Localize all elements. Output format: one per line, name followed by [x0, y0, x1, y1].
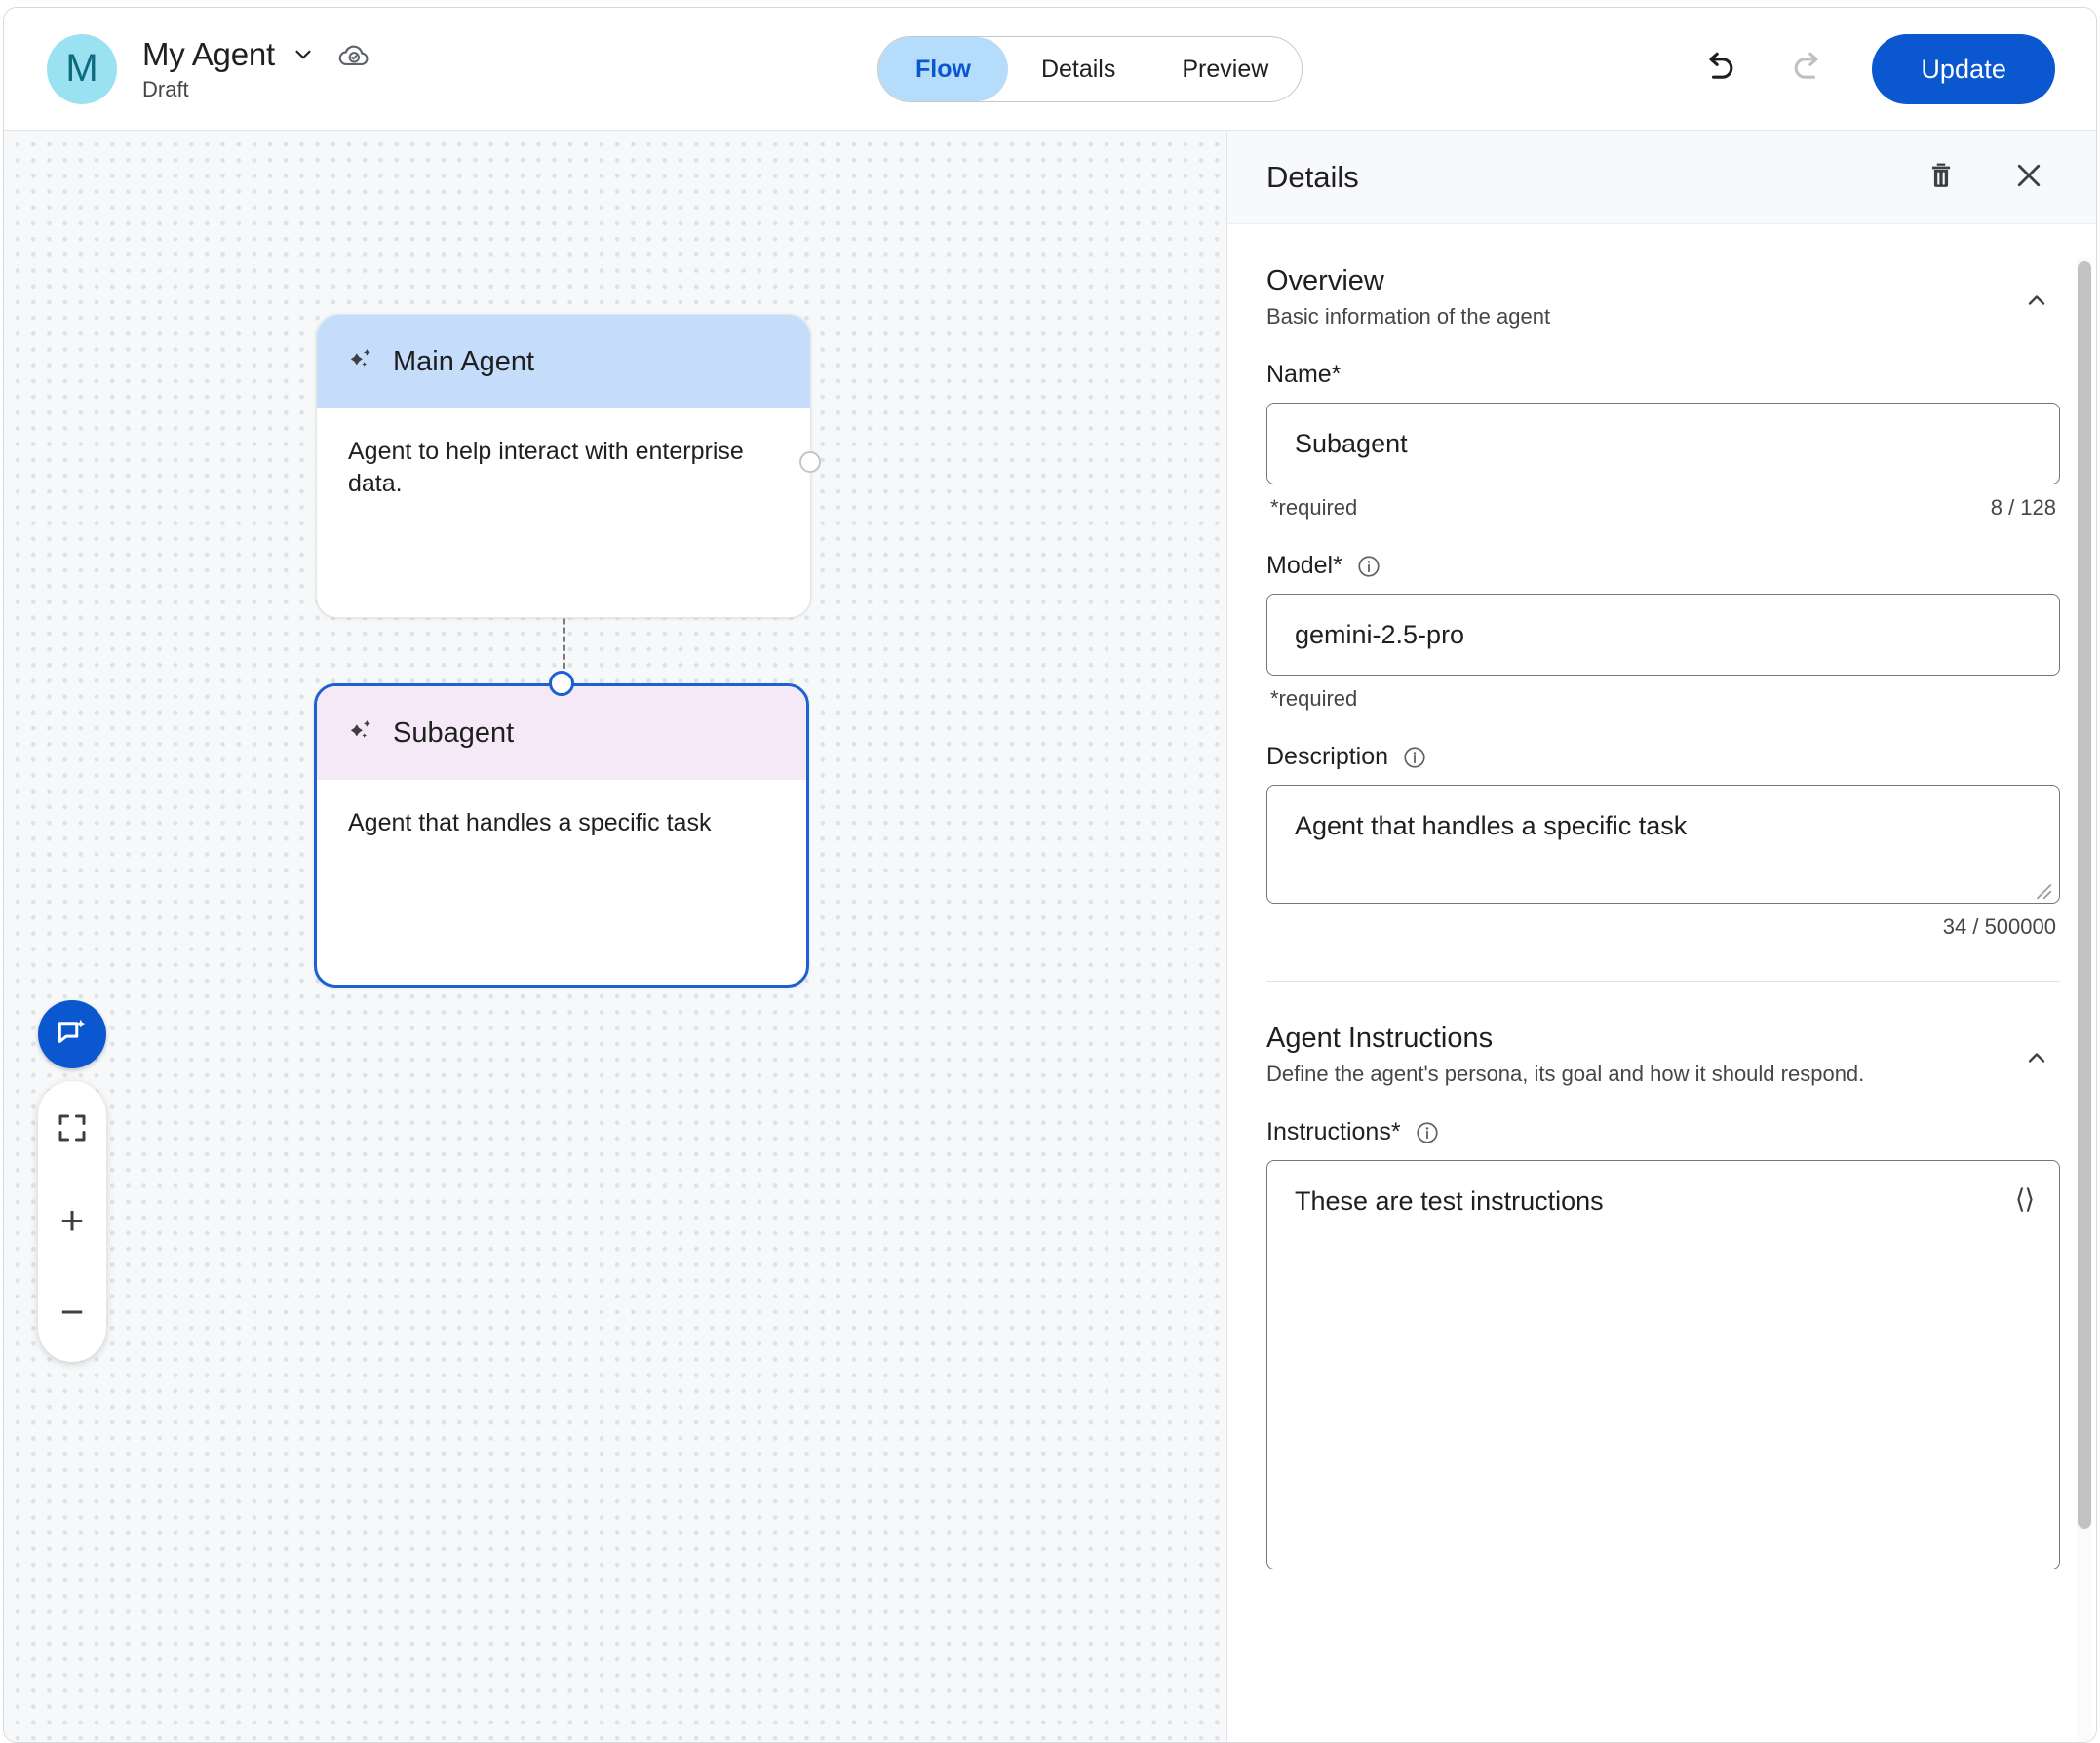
name-counter: 8 / 128 — [1990, 495, 2056, 520]
description-label: Description — [1266, 743, 1389, 770]
instructions-label: Instructions* — [1266, 1118, 1401, 1145]
chevron-up-icon — [2023, 1053, 2050, 1074]
section-title: Overview — [1266, 265, 1384, 296]
section-overview-header: Overview Basic information of the agent — [1266, 224, 2060, 329]
node-description: Agent to help interact with enterprise d… — [348, 438, 744, 497]
resize-handle[interactable] — [2033, 876, 2052, 900]
details-panel-content: Overview Basic information of the agent … — [1227, 224, 2096, 1742]
node-body: Agent to help interact with enterprise d… — [317, 408, 810, 617]
update-button[interactable]: Update — [1872, 34, 2055, 104]
instructions-textarea[interactable]: These are test instructions ⟨⟩ — [1266, 1160, 2060, 1569]
section-title: Agent Instructions — [1266, 1023, 1494, 1054]
zoom-controls: + − — [38, 1081, 106, 1362]
node-header: Main Agent — [317, 315, 810, 408]
plus-icon: + — [59, 1197, 85, 1243]
field-description: Description Agent that handles a specifi… — [1266, 743, 2060, 940]
app-window: M My Agent Draft — [3, 7, 2097, 1743]
field-name: Name* Subagent *required 8 / 128 — [1266, 361, 2060, 521]
chat-sparkle-icon — [54, 1015, 91, 1055]
node-main-agent[interactable]: Main Agent Agent to help interact with e… — [316, 314, 821, 618]
node-title: Subagent — [393, 717, 515, 749]
node-header: Subagent — [317, 686, 806, 780]
connection-handle-top[interactable] — [549, 671, 574, 696]
undo-button[interactable] — [1692, 43, 1745, 96]
chevron-down-icon[interactable] — [291, 42, 316, 67]
trash-icon — [1925, 159, 1958, 195]
name-required-hint: *required — [1270, 495, 1358, 520]
description-value: Agent that handles a specific task — [1295, 811, 1688, 840]
node-body: Agent that handles a specific task — [317, 780, 806, 985]
name-input[interactable]: Subagent — [1266, 403, 2060, 484]
brand-text: My Agent Draft — [142, 36, 370, 102]
details-panel-title: Details — [1266, 159, 1359, 194]
node-title: Main Agent — [393, 345, 535, 377]
model-select[interactable]: gemini-2.5-pro — [1266, 594, 2060, 676]
app-header: M My Agent Draft — [4, 8, 2096, 131]
section-divider — [1266, 981, 2060, 982]
chevron-up-icon — [2023, 295, 2050, 317]
undo-icon — [1697, 47, 1740, 93]
page-title: My Agent — [142, 35, 275, 72]
details-panel-header: Details — [1227, 131, 2096, 224]
fit-screen-icon — [55, 1110, 90, 1148]
brand-block: M My Agent Draft — [4, 33, 370, 104]
sparkle-icon — [348, 717, 375, 750]
model-label: Model* — [1266, 552, 1342, 579]
field-model: Model* gemini-2.5-pro *required — [1266, 552, 2060, 712]
section-subtitle: Basic information of the agent — [1266, 304, 1551, 329]
info-icon[interactable] — [1356, 554, 1381, 579]
overview-collapse-button[interactable] — [2013, 277, 2060, 327]
zoom-in-button[interactable]: + — [38, 1188, 106, 1253]
cloud-saved-icon — [337, 38, 370, 71]
description-counter: 34 / 500000 — [1942, 914, 2056, 939]
redo-button[interactable] — [1782, 43, 1835, 96]
status-badge: Draft — [142, 76, 189, 101]
avatar: M — [47, 33, 117, 104]
description-textarea[interactable]: Agent that handles a specific task — [1266, 785, 2060, 904]
code-brackets-icon[interactable]: ⟨⟩ — [2014, 1184, 2035, 1214]
redo-icon — [1787, 47, 1830, 93]
panel-scrollbar-thumb[interactable] — [2078, 261, 2091, 1529]
info-icon[interactable] — [1402, 745, 1427, 770]
flow-canvas[interactable]: Main Agent Agent to help interact with e… — [4, 131, 1226, 1742]
close-button[interactable] — [2003, 151, 2055, 204]
instructions-value: These are test instructions — [1295, 1186, 1604, 1216]
model-required-hint: *required — [1270, 686, 1358, 711]
zoom-out-button[interactable]: − — [38, 1280, 106, 1344]
tab-preview[interactable]: Preview — [1148, 37, 1302, 101]
info-icon[interactable] — [1415, 1120, 1440, 1145]
agent-title-row[interactable]: My Agent — [142, 36, 370, 73]
close-icon — [2011, 158, 2046, 196]
details-panel: Details — [1226, 131, 2096, 1742]
header-actions: Update — [1692, 8, 2055, 131]
assistant-fab-button[interactable] — [38, 1000, 106, 1068]
view-tabs: Flow Details Preview — [877, 36, 1303, 102]
name-label: Name* — [1266, 361, 1342, 388]
section-subtitle: Define the agent's persona, its goal and… — [1266, 1062, 1865, 1086]
field-instructions: Instructions* These are test instruction… — [1266, 1118, 2060, 1569]
node-subagent[interactable]: Subagent Agent that handles a specific t… — [314, 671, 809, 988]
minus-icon: − — [59, 1289, 85, 1335]
details-panel-actions — [1915, 151, 2055, 204]
delete-button[interactable] — [1915, 151, 1967, 204]
node-description: Agent that handles a specific task — [348, 809, 712, 836]
fit-to-screen-button[interactable] — [38, 1097, 106, 1161]
connection-handle-right[interactable] — [799, 451, 821, 473]
agent-instructions-collapse-button[interactable] — [2013, 1034, 2060, 1084]
sparkle-icon — [348, 346, 375, 378]
section-agent-instructions-header: Agent Instructions Define the agent's pe… — [1266, 982, 2060, 1087]
tab-flow[interactable]: Flow — [878, 37, 1008, 101]
tab-details[interactable]: Details — [1008, 37, 1148, 101]
